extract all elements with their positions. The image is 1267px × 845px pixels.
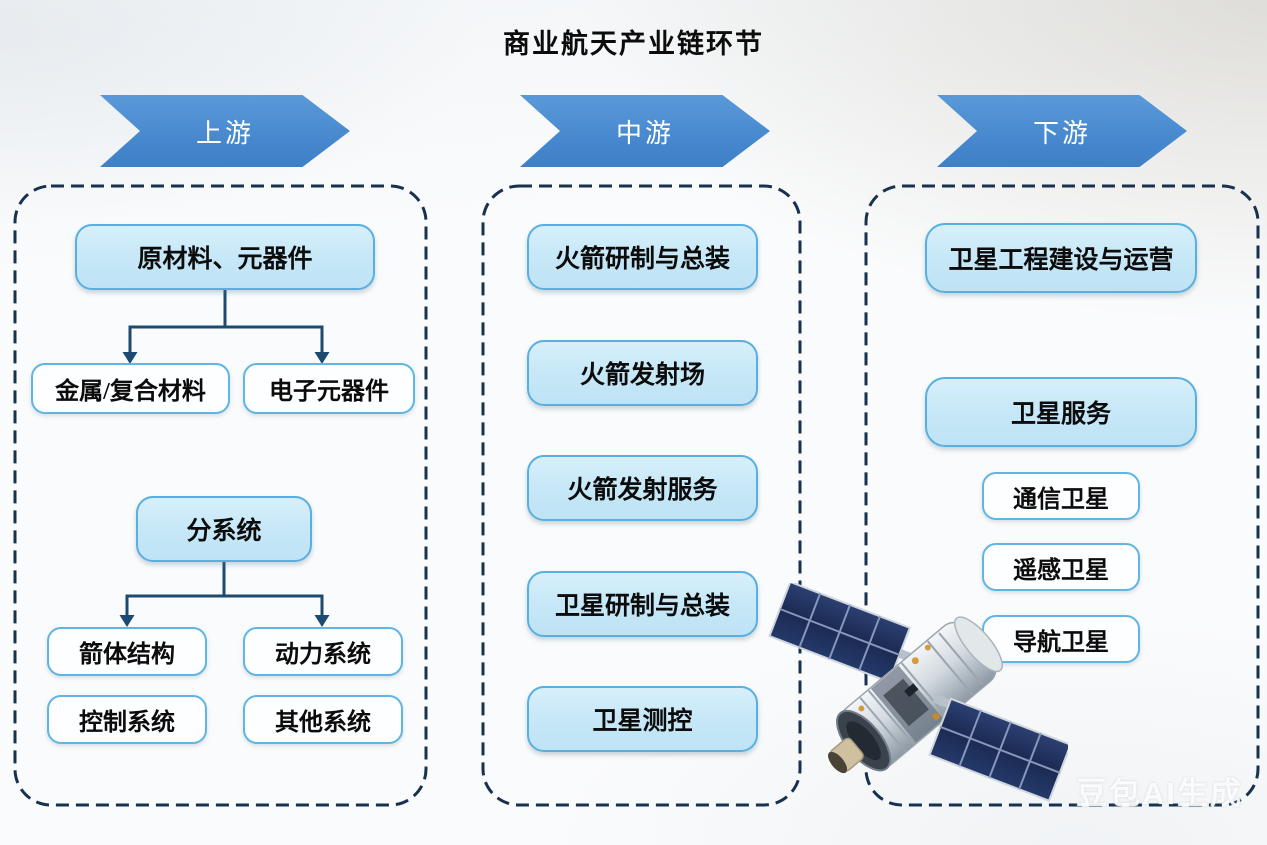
box-satellite-tt-c: 卫星测控 xyxy=(527,686,758,752)
satellite-image xyxy=(768,583,1068,803)
connector-arrows-subsystems xyxy=(119,561,330,627)
upstream-container xyxy=(13,184,428,807)
box-satellite-development-assembly: 卫星研制与总装 xyxy=(527,571,758,637)
banner-downstream: 下游 xyxy=(937,95,1187,167)
solar-panel-upper xyxy=(768,583,917,684)
watermark-label: 豆包AI生成 xyxy=(1076,776,1243,811)
box-rocket-development-assembly: 火箭研制与总装 xyxy=(527,224,758,290)
satellite-body xyxy=(828,616,1003,774)
box-raw-materials: 原材料、元器件 xyxy=(75,224,375,290)
box-electronic-components: 电子元器件 xyxy=(243,363,415,414)
box-other-systems: 其他系统 xyxy=(243,695,403,744)
box-rocket-launch-site: 火箭发射场 xyxy=(527,340,758,406)
page-title: 商业航天产业链环节 xyxy=(503,29,764,59)
box-metal-composites: 金属/复合材料 xyxy=(31,363,230,414)
box-subsystems: 分系统 xyxy=(136,496,312,562)
box-communication-satellite: 通信卫星 xyxy=(982,472,1140,520)
box-propulsion-system: 动力系统 xyxy=(243,627,403,676)
box-satellite-engineering-operation: 卫星工程建设与运营 xyxy=(925,223,1197,293)
box-satellite-services: 卫星服务 xyxy=(925,377,1197,447)
banner-upstream-label: 上游 xyxy=(195,118,254,148)
box-rocket-launch-service: 火箭发射服务 xyxy=(527,455,758,521)
box-remote-sensing-satellite: 遥感卫星 xyxy=(982,543,1140,591)
banner-midstream: 中游 xyxy=(520,95,770,167)
banner-downstream-label: 下游 xyxy=(1032,118,1091,148)
solar-panel-lower xyxy=(928,694,1068,803)
downstream-container xyxy=(864,184,1260,807)
banner-midstream-label: 中游 xyxy=(615,118,674,148)
box-control-system: 控制系统 xyxy=(47,695,207,744)
banner-upstream: 上游 xyxy=(100,95,350,167)
box-navigation-satellite: 导航卫星 xyxy=(982,615,1140,663)
connector-arrows-materials xyxy=(122,290,330,364)
midstream-container xyxy=(481,184,802,807)
box-rocket-body-structure: 箭体结构 xyxy=(47,627,207,676)
